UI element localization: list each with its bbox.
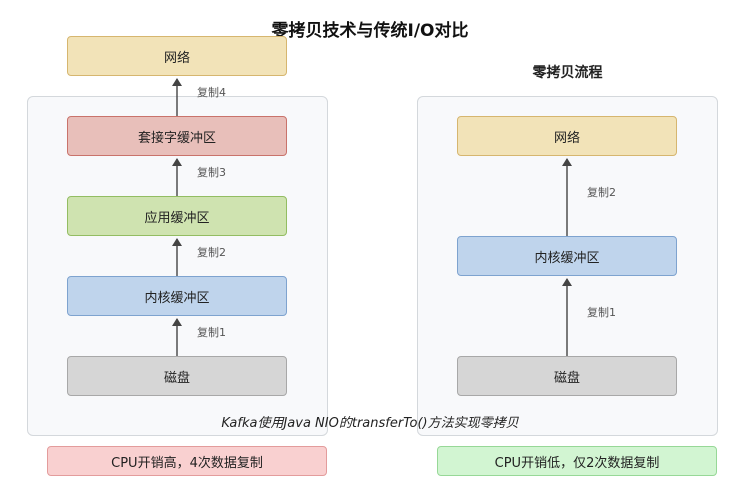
traditional-disk-box: 磁盘 (67, 356, 287, 396)
traditional-kernel-buffer-box: 内核缓冲区 (67, 276, 287, 316)
zero-copy-copy1-label: 复制1 (587, 306, 616, 319)
zero-copy-disk-box: 磁盘 (457, 356, 677, 396)
zero-copy-kernel-buffer-box: 内核缓冲区 (457, 236, 677, 276)
diagram-title: 零拷贝技术与传统I/O对比 (271, 21, 469, 41)
traditional-app-buffer-box: 应用缓冲区 (67, 196, 287, 236)
traditional-copy4-label: 复制4 (197, 86, 226, 99)
traditional-socket-buffer-box: 套接字缓冲区 (67, 116, 287, 156)
traditional-network-box: 网络 (67, 36, 287, 76)
traditional-copy1-label: 复制1 (197, 326, 226, 339)
zero-copy-heading: 零拷贝流程 (532, 65, 603, 81)
traditional-copy2-label: 复制2 (197, 246, 226, 259)
zero-copy-network-box: 网络 (457, 116, 677, 156)
traditional-copy3-label: 复制3 (197, 166, 226, 179)
traditional-cost-note: CPU开销高，4次数据复制 (47, 446, 327, 476)
zero-copy-cost-note: CPU开销低，仅2次数据复制 (437, 446, 717, 476)
zero-copy-copy2-label: 复制2 (587, 186, 616, 199)
kafka-caption: Kafka使用Java NIO的transferTo()方法实现零拷贝 (221, 416, 519, 431)
